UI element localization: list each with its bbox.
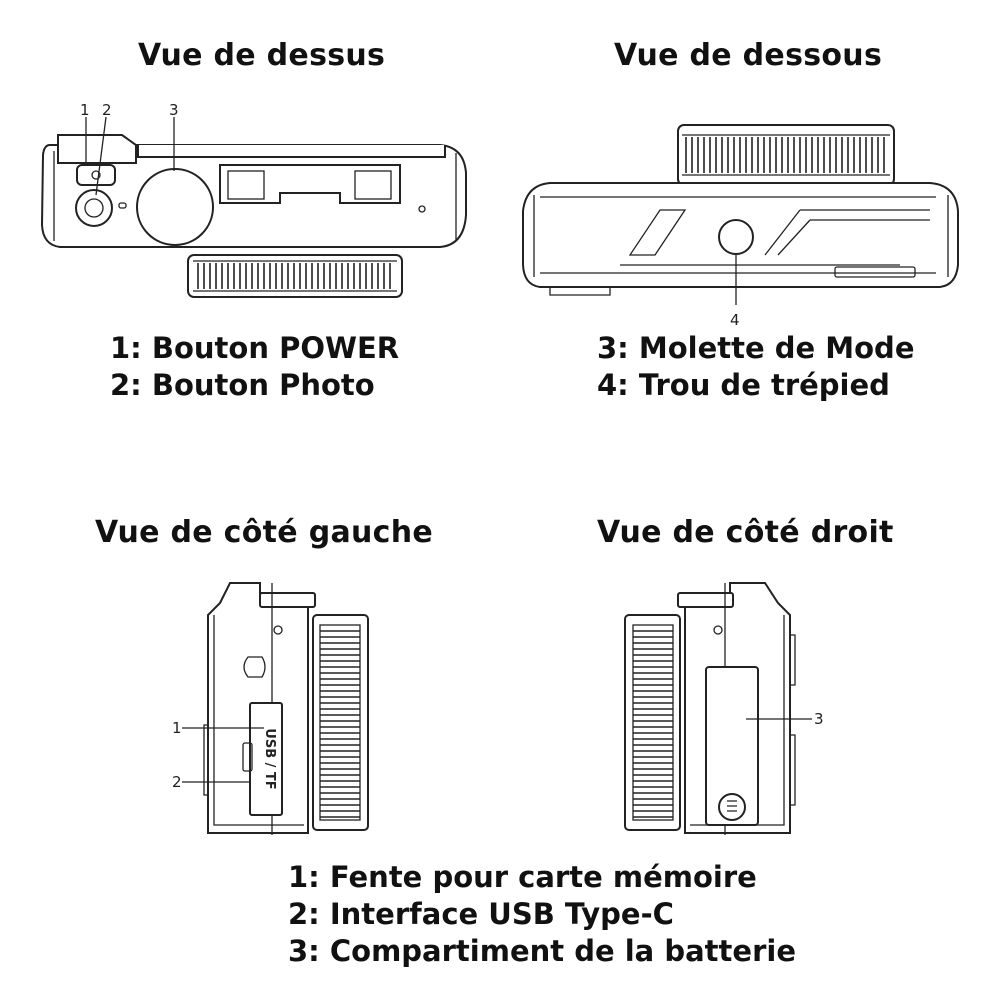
bottom-legend: 3: Molette de Mode 4: Trou de trépied	[597, 330, 915, 404]
legend-item: 3: Compartiment de la batterie	[288, 934, 796, 968]
legend-item: 1: Fente pour carte mémoire	[288, 860, 757, 894]
left-callout-1: 1	[172, 719, 182, 737]
top-legend: 1: Bouton POWER 2: Bouton Photo	[110, 330, 399, 404]
legend-item: 1: Bouton POWER	[110, 331, 400, 365]
lens-ring-ridges	[320, 630, 360, 818]
bottom-view-title: Vue de dessous	[614, 38, 883, 73]
right-callout-3: 3	[814, 710, 824, 728]
shutter-button-shape	[75, 189, 113, 227]
camera-right-side-diagram: 3	[624, 582, 824, 835]
battery-door-shape	[705, 666, 759, 826]
left-callout-2: 2	[172, 773, 182, 791]
top-callout-3: 3	[169, 101, 179, 119]
lens-ring-ridges	[633, 630, 673, 818]
camera-left-side-diagram: USB / TF 1 2	[172, 582, 369, 835]
left-view-title: Vue de côté gauche	[95, 515, 434, 550]
top-callout-1: 1	[80, 101, 90, 119]
tripod-hole-shape	[718, 219, 754, 255]
lens-ring-ridges	[685, 137, 885, 173]
camera-bottom-view-diagram: 4	[522, 124, 959, 329]
legend-item: 2: Bouton Photo	[110, 368, 375, 402]
top-view-title: Vue de dessus	[138, 38, 386, 73]
side-legend: 1: Fente pour carte mémoire 2: Interface…	[288, 859, 796, 970]
mode-dial-shape	[136, 168, 214, 246]
port-cover-label: USB / TF	[262, 728, 277, 789]
camera-top-view-diagram: 1 2 3	[40, 101, 467, 298]
right-view-title: Vue de côté droit	[597, 515, 894, 550]
legend-item: 2: Interface USB Type-C	[288, 897, 674, 931]
lens-ring-ridges	[193, 260, 397, 292]
top-callout-2: 2	[102, 101, 112, 119]
legend-item: 4: Trou de trépied	[597, 368, 890, 402]
power-button-shape	[76, 164, 116, 186]
legend-item: 3: Molette de Mode	[597, 331, 915, 365]
bottom-callout-4: 4	[730, 311, 740, 329]
